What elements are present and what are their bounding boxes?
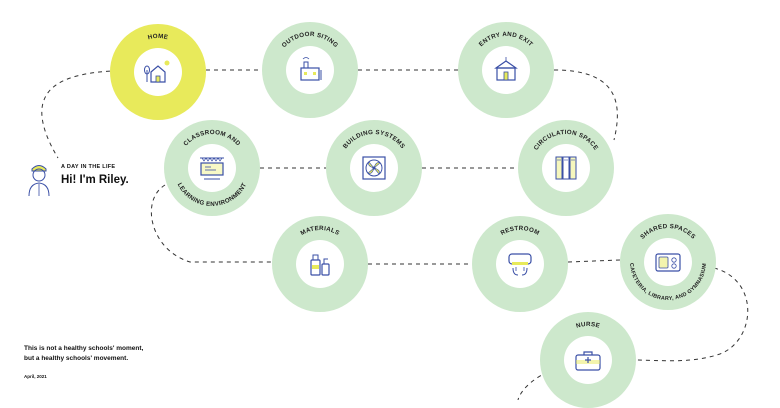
node-home[interactable]: HOME [110, 24, 206, 120]
fan-icon [362, 156, 386, 180]
hand-dryer-icon [508, 253, 532, 276]
node-materials-icon-holder [296, 240, 344, 288]
node-restroom[interactable]: RESTROOM [472, 216, 568, 312]
medical-bag-icon [575, 351, 601, 371]
quote-line-1: This is not a healthy schools' moment, [24, 345, 144, 352]
lockers-icon [555, 156, 577, 180]
node-outdoor-icon-holder [286, 46, 334, 94]
node-building-systems-label: BUILDING SYSTEMS [342, 129, 406, 150]
node-circulation-label: CIRCULATION SPACE [533, 129, 599, 152]
svg-text:RESTROOM: RESTROOM [499, 225, 540, 237]
footer: This is not a healthy schools' moment, b… [24, 344, 214, 379]
svg-text:HOME: HOME [147, 33, 169, 41]
node-nurse[interactable]: NURSE [540, 312, 636, 408]
node-entry-exit-label: ENTRY AND EXIT [478, 31, 534, 48]
node-materials-label: MATERIALS [299, 225, 340, 237]
node-nurse-label: NURSE [575, 321, 600, 330]
node-restroom-label: RESTROOM [499, 225, 540, 237]
node-home-icon-holder [134, 48, 182, 96]
node-outdoor-siting[interactable]: OUTDOOR SITING [262, 22, 358, 118]
riley-avatar-icon [28, 165, 50, 197]
node-classroom-label: CLASSROOM AND LEARNING ENVIRONMENT [176, 129, 248, 208]
quote-line-2: but a healthy schools' movement. [24, 355, 129, 362]
node-home-label: HOME [147, 33, 169, 41]
house-icon [144, 60, 170, 83]
classroom-board-icon [200, 157, 224, 180]
intro: A DAY IN THE LIFE Hi! I'm Riley. [24, 160, 164, 200]
node-classroom[interactable]: CLASSROOM AND LEARNING ENVIRONMENT [164, 120, 260, 216]
node-circulation-icon-holder [542, 144, 590, 192]
school-building-icon [300, 57, 322, 81]
node-building-systems-icon-holder [350, 144, 398, 192]
entrance-building-icon [494, 57, 518, 81]
node-materials[interactable]: MATERIALS [272, 216, 368, 312]
cleaning-supplies-icon [310, 254, 330, 276]
node-shared-spaces[interactable]: SHARED SPACES CAFETERIA, LIBRARY, AND GY… [620, 214, 716, 310]
node-building-systems[interactable]: BUILDING SYSTEMS [326, 120, 422, 216]
intro-kicker: A DAY IN THE LIFE [61, 164, 116, 170]
intro-title: Hi! I'm Riley. [61, 174, 129, 186]
svg-text:NURSE: NURSE [575, 321, 600, 330]
node-classroom-icon-holder [188, 144, 236, 192]
node-restroom-icon-holder [496, 240, 544, 288]
publish-date: April, 2021 [24, 374, 47, 379]
lunch-tray-icon [655, 253, 681, 272]
node-shared-spaces-icon-holder [644, 238, 692, 286]
node-entry-icon-holder [482, 46, 530, 94]
node-nurse-icon-holder [564, 336, 612, 384]
node-entry-exit[interactable]: ENTRY AND EXIT [458, 22, 554, 118]
svg-text:MATERIALS: MATERIALS [299, 225, 340, 237]
node-outdoor-siting-label: OUTDOOR SITING [281, 31, 339, 49]
node-circulation-space[interactable]: CIRCULATION SPACE [518, 120, 614, 216]
